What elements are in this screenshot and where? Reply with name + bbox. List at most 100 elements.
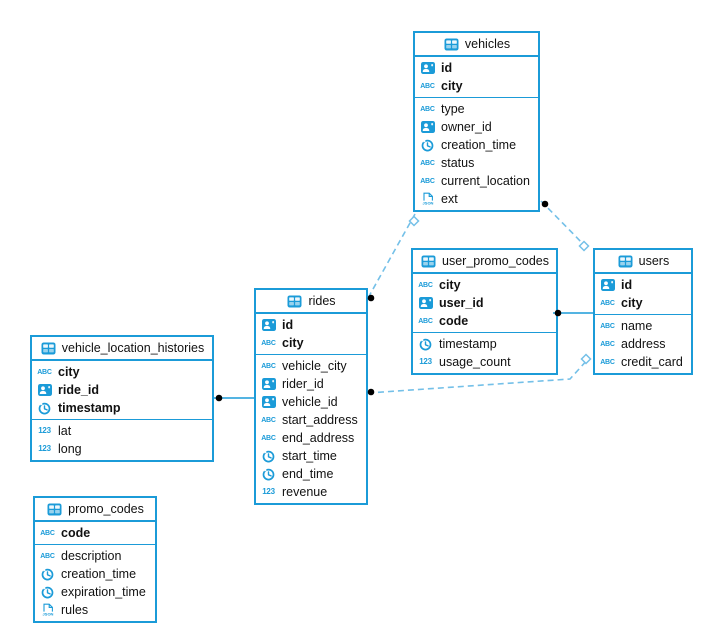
- field-label: code: [61, 525, 91, 540]
- num-icon: 123: [38, 444, 51, 453]
- text-icon: ABC: [40, 552, 55, 560]
- field-vehicles-city[interactable]: ABC city: [415, 77, 538, 95]
- field-vehicle_location_histories-timestamp[interactable]: timestamp: [32, 399, 212, 417]
- text-icon: ABC: [418, 281, 433, 289]
- field-label: start_time: [282, 448, 337, 463]
- field-label: id: [441, 60, 453, 75]
- field-vehicle_location_histories-ride_id[interactable]: ride_id: [32, 381, 212, 399]
- num-icon: 123: [419, 357, 432, 366]
- field-vehicles-id[interactable]: id: [415, 59, 538, 77]
- time-icon: [39, 567, 56, 581]
- field-user_promo_codes-timestamp[interactable]: timestamp: [413, 335, 556, 353]
- field-label: usage_count: [439, 354, 511, 369]
- table-header-user_promo_codes[interactable]: user_promo_codes: [413, 250, 557, 274]
- field-rides-start_time[interactable]: start_time: [256, 447, 366, 465]
- table-icon: [443, 38, 460, 51]
- time-icon: [417, 337, 434, 351]
- field-label: timestamp: [439, 336, 497, 351]
- field-rides-end_address[interactable]: ABC end_address: [256, 429, 366, 447]
- field-label: current_location: [441, 173, 530, 188]
- field-promo_codes-creation_time[interactable]: creation_time: [35, 565, 155, 583]
- field-rides-end_time[interactable]: end_time: [256, 465, 366, 483]
- table-header-promo_codes[interactable]: promo_codes: [35, 498, 155, 522]
- text-icon: ABC: [261, 416, 276, 424]
- field-vehicles-creation_time[interactable]: creation_time: [415, 136, 538, 154]
- time-icon: [260, 467, 277, 481]
- relationship-vehicles-rides[interactable]: [367, 213, 416, 299]
- table-header-users[interactable]: users: [595, 250, 691, 274]
- field-vehicles-owner_id[interactable]: owner_id: [415, 118, 538, 136]
- text-icon: ABC: [420, 105, 435, 113]
- field-users-id[interactable]: id: [595, 276, 691, 294]
- field-user_promo_codes-city[interactable]: ABC city: [413, 276, 556, 294]
- field-user_promo_codes-usage_count[interactable]: 123 usage_count: [413, 353, 556, 371]
- table-icon: [40, 342, 57, 355]
- time-icon: [260, 449, 277, 463]
- time-icon: [36, 401, 53, 415]
- field-label: id: [282, 317, 294, 332]
- field-label: name: [621, 318, 653, 333]
- time-icon: [419, 138, 436, 152]
- field-label: end_address: [282, 430, 355, 445]
- field-rides-id[interactable]: id: [256, 316, 366, 334]
- table-icon: [286, 295, 303, 308]
- field-user_promo_codes-user_id[interactable]: user_id: [413, 294, 556, 312]
- field-vehicles-current_location[interactable]: ABC current_location: [415, 172, 538, 190]
- field-rides-rider_id[interactable]: rider_id: [256, 375, 366, 393]
- table-header-vehicles[interactable]: vehicles: [415, 33, 538, 57]
- field-label: expiration_time: [61, 584, 146, 599]
- field-label: city: [439, 277, 461, 292]
- field-label: city: [58, 364, 80, 379]
- field-label: city: [441, 78, 463, 93]
- num-icon: 123: [262, 487, 275, 496]
- table-name: users: [638, 253, 670, 268]
- field-label: creation_time: [441, 137, 517, 152]
- field-rides-vehicle_id[interactable]: vehicle_id: [256, 393, 366, 411]
- json-icon: JSON: [419, 192, 436, 206]
- relationship-vehicles-users[interactable]: [540, 200, 590, 251]
- table-header-vehicle_location_histories[interactable]: vehicle_location_histories: [32, 337, 212, 361]
- table-header-rides[interactable]: rides: [256, 290, 366, 314]
- table-name: promo_codes: [68, 501, 144, 516]
- table-name: user_promo_codes: [442, 253, 550, 268]
- field-label: lat: [58, 423, 72, 438]
- text-icon: ABC: [420, 159, 435, 167]
- field-label: vehicle_id: [282, 394, 338, 409]
- table-icon: [46, 503, 63, 516]
- text-icon: ABC: [261, 434, 276, 442]
- text-icon: ABC: [261, 362, 276, 370]
- relationship-rides-users[interactable]: [367, 357, 590, 394]
- text-icon: ABC: [420, 82, 435, 90]
- field-promo_codes-expiration_time[interactable]: expiration_time: [35, 583, 155, 601]
- text-icon: ABC: [420, 177, 435, 185]
